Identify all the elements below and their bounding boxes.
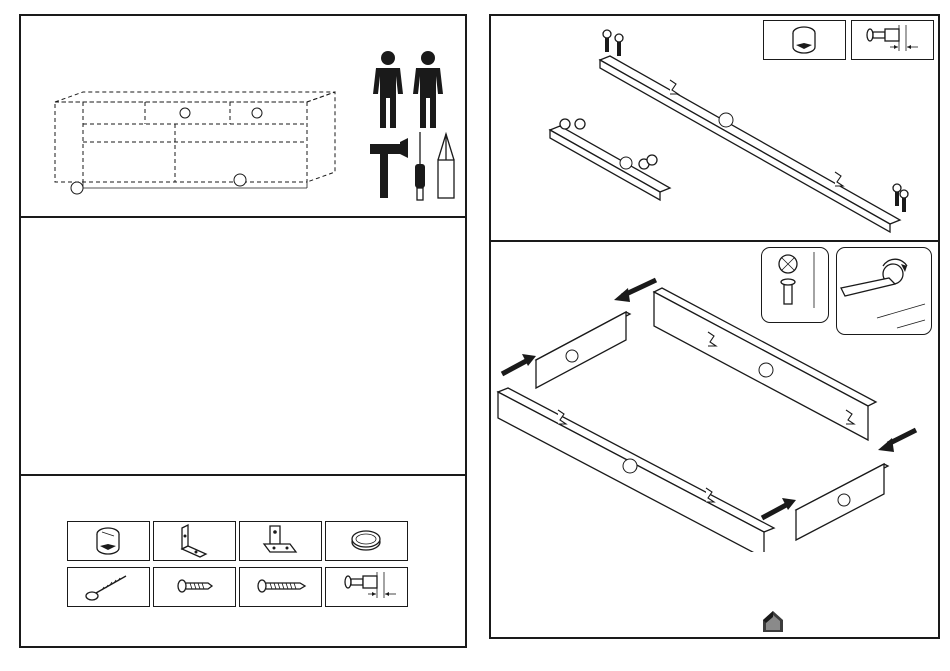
arrow-icon [614, 280, 656, 302]
cam-pin-icon [345, 572, 396, 598]
two-persons-group [370, 50, 450, 130]
inset-turn-detail [836, 247, 932, 335]
cam-pin-icon [603, 30, 623, 56]
hardware-tile-mounting-plate [239, 521, 322, 561]
mounting-plate-icon [264, 526, 296, 552]
ring-icon [352, 531, 380, 550]
left-divider-1 [19, 216, 467, 218]
inset-cam-pin [851, 20, 934, 60]
hardware-tile-cam-lock [67, 521, 150, 561]
person-icon [413, 51, 443, 128]
hardware-tile-cam-pin [325, 567, 408, 607]
hardware-tile-short-screw [153, 567, 236, 607]
screwdriver-icon [415, 132, 425, 200]
hardware-tile-ring [325, 521, 408, 561]
arrow-icon [762, 498, 796, 518]
cabinet-illustration [45, 80, 345, 200]
cam-lock-icon [793, 27, 815, 53]
right-divider [489, 240, 940, 242]
angle-bracket-icon [182, 525, 206, 557]
inset-cam-detail [761, 247, 829, 323]
brand-logo [760, 608, 786, 634]
long-screw-icon [258, 580, 305, 592]
hammer-icon [370, 138, 408, 198]
hardware-tile-bolt [67, 567, 150, 607]
bolt-icon [86, 576, 126, 600]
person-icon [373, 51, 403, 128]
left-divider-2 [19, 474, 467, 476]
tools-group [368, 130, 458, 204]
cam-lock-icon [97, 528, 119, 554]
hardware-tile-angle-bracket [153, 521, 236, 561]
arrow-icon [878, 430, 916, 452]
cam-pin-icon [781, 279, 795, 304]
cam-lock-icon [779, 255, 797, 273]
inset-cam-lock [763, 20, 846, 60]
cam-pin-icon [893, 184, 908, 212]
short-screw-icon [178, 580, 212, 592]
phillips-screwdriver-icon [438, 134, 454, 198]
hardware-tile-long-screw [239, 567, 322, 607]
cam-pin-icon [867, 25, 918, 51]
arrow-icon [502, 354, 536, 374]
